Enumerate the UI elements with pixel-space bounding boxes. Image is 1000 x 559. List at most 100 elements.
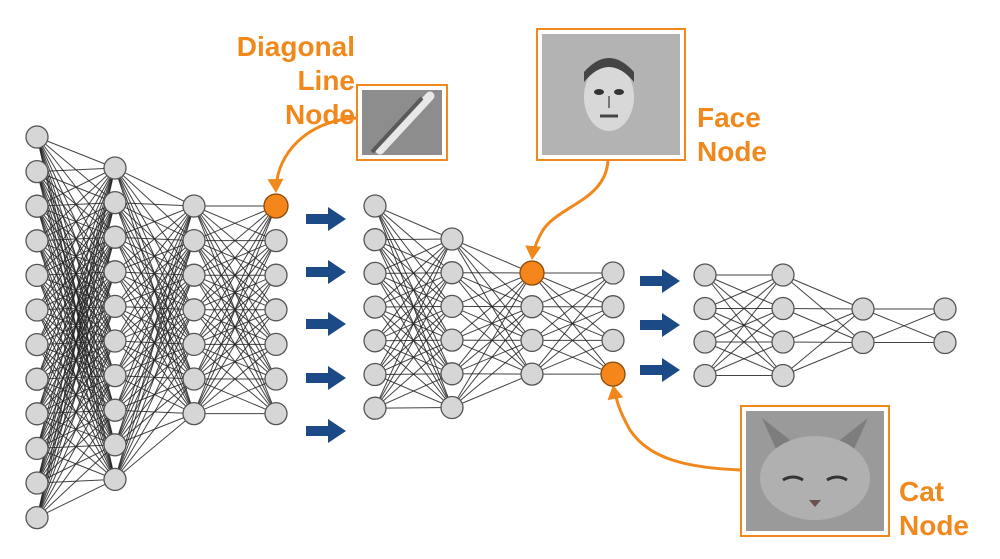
edge — [704, 274, 784, 376]
edge — [114, 275, 195, 480]
flow-arrow-icon — [306, 207, 346, 231]
edge — [782, 308, 864, 376]
node — [182, 367, 206, 391]
edge — [193, 205, 277, 276]
edge — [193, 205, 277, 414]
node — [363, 194, 387, 218]
node — [182, 228, 206, 253]
node — [851, 297, 875, 321]
diagonal-pointer-icon — [267, 116, 358, 193]
edge — [531, 339, 614, 375]
edge — [374, 238, 453, 375]
edge — [36, 167, 116, 242]
node — [103, 433, 127, 457]
node — [264, 228, 288, 253]
edge — [36, 237, 116, 518]
flow-arrow-icon — [306, 312, 346, 336]
edge — [451, 373, 533, 408]
face-image — [536, 28, 686, 161]
node — [25, 125, 49, 149]
node — [264, 298, 288, 322]
edge — [782, 308, 864, 310]
edge — [36, 167, 116, 380]
edge — [36, 167, 116, 173]
edge — [193, 205, 277, 380]
edge — [374, 306, 453, 409]
edge — [704, 308, 784, 376]
node — [25, 159, 49, 184]
flow-arrow-icon — [306, 260, 346, 284]
edge — [451, 272, 533, 307]
edge — [36, 167, 116, 414]
node — [440, 294, 464, 319]
node — [693, 330, 717, 354]
node — [520, 362, 544, 386]
face-pointer-icon-head — [525, 245, 542, 260]
face-label-line-1: Face — [697, 102, 761, 133]
node — [25, 332, 49, 357]
edge — [114, 202, 195, 207]
node — [363, 329, 387, 353]
edge — [36, 340, 116, 518]
face-left-eye — [594, 89, 604, 95]
node — [851, 330, 875, 355]
edge — [862, 308, 946, 343]
cat-label-line-1: Cat — [899, 476, 945, 507]
node — [264, 367, 288, 391]
node — [771, 330, 795, 354]
edge — [114, 205, 195, 376]
edge — [36, 409, 116, 518]
flow-arrow-icon — [640, 269, 680, 293]
node — [601, 261, 625, 285]
node — [520, 295, 544, 319]
edge — [374, 373, 453, 409]
node — [182, 263, 206, 287]
diagonal-line-node-label: Diagonal Line Node — [180, 30, 355, 132]
diagonal-shadow — [370, 96, 424, 154]
node — [103, 156, 127, 180]
cat-image — [740, 405, 890, 537]
cat-label-line-2: Node — [899, 510, 969, 541]
edge — [114, 205, 195, 445]
edge — [704, 274, 784, 343]
edge — [36, 167, 116, 311]
node — [693, 263, 717, 287]
node — [363, 295, 387, 319]
node — [440, 227, 464, 251]
edge — [704, 274, 784, 309]
edge — [374, 238, 453, 409]
face-label-line-2: Node — [697, 136, 767, 167]
face-pointer-icon — [525, 159, 610, 260]
diagonal-pointer-icon-line — [275, 116, 358, 181]
edge — [114, 205, 195, 238]
face-node-label: Face Node — [697, 101, 767, 169]
cat-nose — [809, 500, 821, 507]
node — [25, 505, 49, 530]
edge — [374, 205, 453, 240]
node — [25, 436, 49, 461]
face-pointer-icon-line — [531, 159, 610, 257]
edge — [451, 272, 533, 375]
edge — [531, 272, 614, 308]
node — [933, 297, 957, 321]
edge — [36, 167, 116, 207]
edge — [36, 167, 116, 276]
edge — [374, 272, 453, 409]
edge — [782, 308, 864, 343]
face-node — [519, 260, 545, 286]
node — [25, 471, 49, 495]
callouts — [267, 28, 890, 537]
node — [771, 296, 795, 321]
node — [25, 367, 49, 391]
diagonal-pointer-icon-head — [267, 178, 284, 193]
node — [520, 328, 544, 353]
edge — [114, 240, 195, 480]
edge — [114, 309, 195, 480]
cat-node — [600, 361, 626, 387]
node — [182, 194, 206, 218]
cat-pointer-icon-line — [613, 391, 742, 472]
cat-pointer-icon — [607, 385, 742, 472]
edge — [193, 240, 277, 414]
edge — [374, 238, 453, 308]
